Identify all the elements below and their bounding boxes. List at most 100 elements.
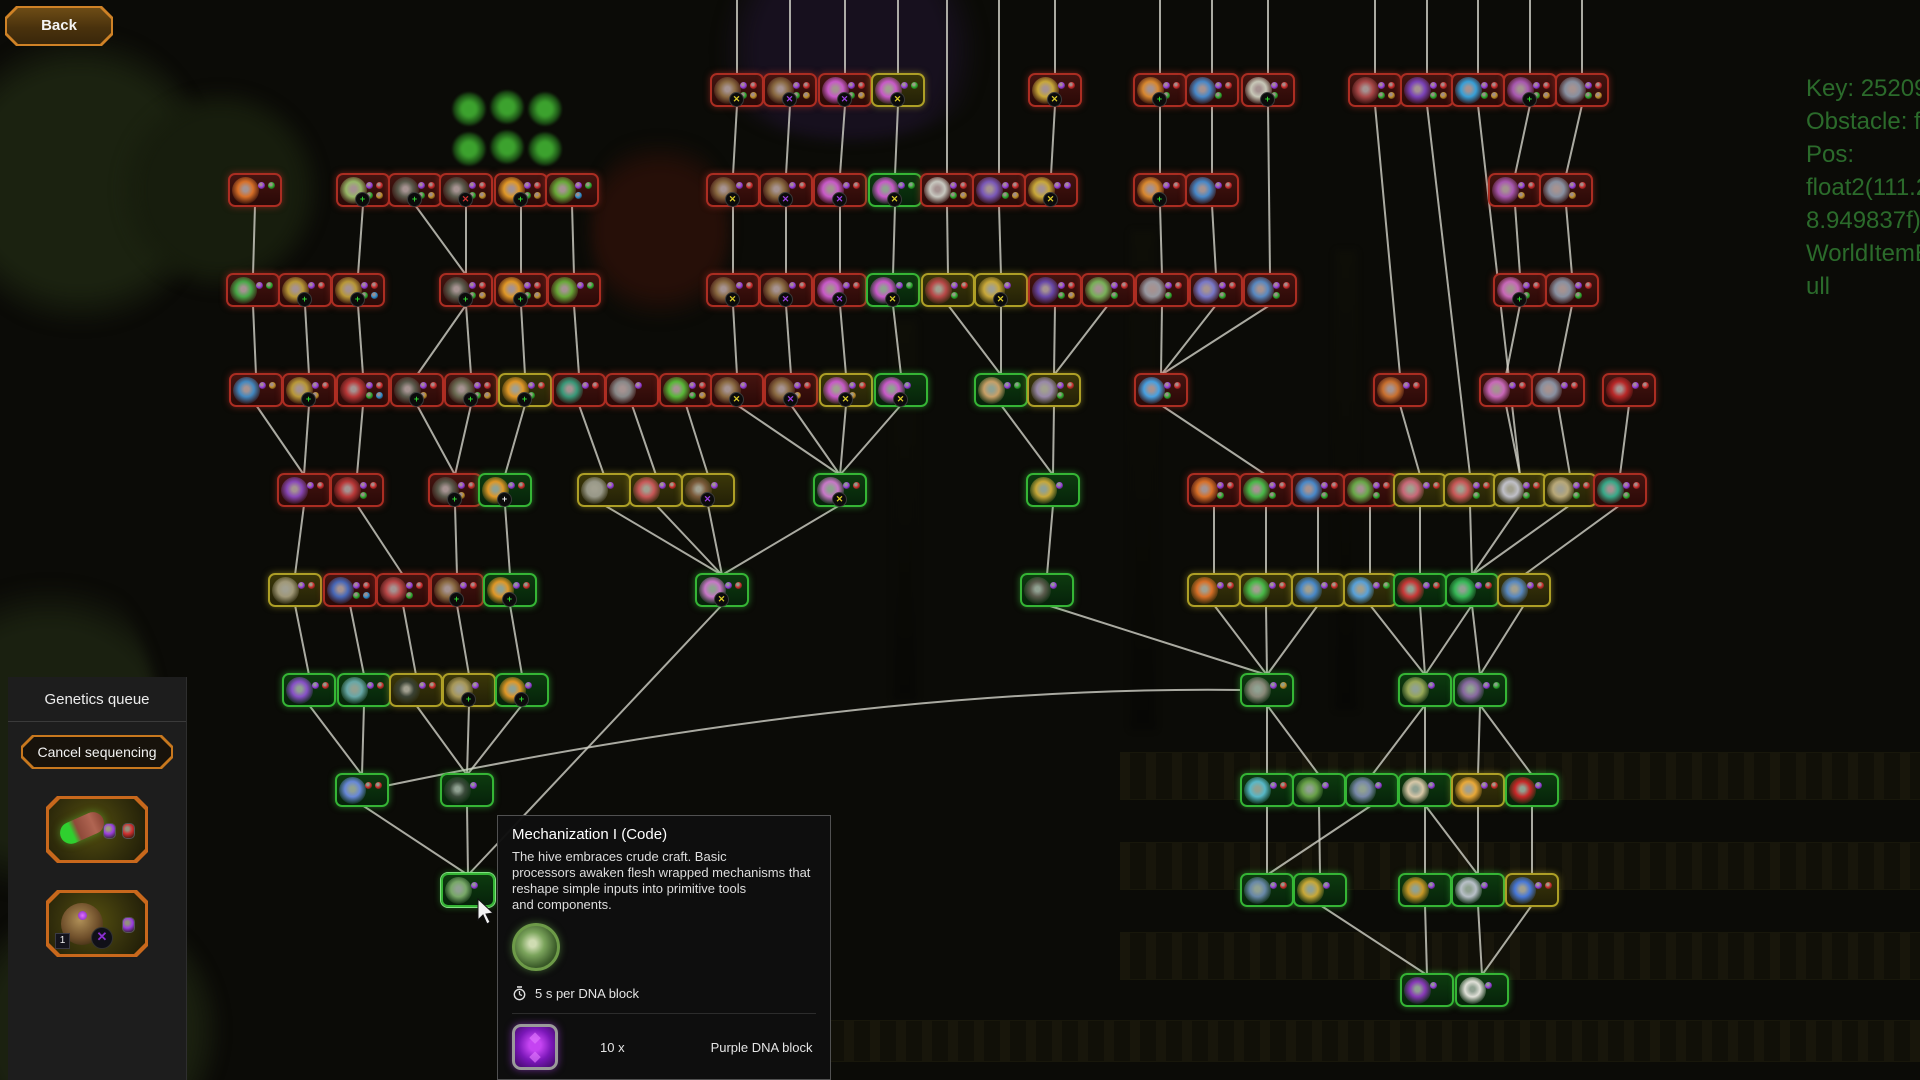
- tech-node-butterfly[interactable]: +: [478, 473, 532, 507]
- tech-node-puff[interactable]: +: [1241, 73, 1295, 107]
- tech-node-frog[interactable]: [226, 273, 280, 307]
- tech-node-machine[interactable]: [337, 673, 391, 707]
- tech-node-puff[interactable]: [972, 173, 1026, 207]
- tech-node-lamp[interactable]: [1451, 773, 1505, 807]
- tech-node-moth[interactable]: [1020, 573, 1074, 607]
- tech-node-blob[interactable]: [389, 673, 443, 707]
- tech-node-gem[interactable]: [1505, 773, 1559, 807]
- tech-node-spider[interactable]: [1451, 873, 1505, 907]
- tech-node-door[interactable]: [1240, 773, 1294, 807]
- tech-node-moth[interactable]: +: [1133, 73, 1187, 107]
- tech-node-orb[interactable]: +: [1493, 273, 1547, 307]
- tech-node-machine[interactable]: [1291, 473, 1345, 507]
- tech-node-heart[interactable]: [1393, 573, 1447, 607]
- tech-node-face[interactable]: [1453, 673, 1507, 707]
- tech-node-spider[interactable]: [1543, 473, 1597, 507]
- tech-node-bullet[interactable]: [1400, 73, 1454, 107]
- tech-node-crab[interactable]: [1187, 573, 1241, 607]
- tech-node-frame[interactable]: [1345, 773, 1399, 807]
- tech-node-orb[interactable]: [1488, 173, 1542, 207]
- tech-node-gem[interactable]: [1602, 373, 1656, 407]
- tech-node-puff[interactable]: [974, 373, 1028, 407]
- tech-node-creature[interactable]: ✕: [706, 273, 760, 307]
- tech-node-machine[interactable]: [545, 173, 599, 207]
- tech-node-orb[interactable]: [1505, 873, 1559, 907]
- tech-node-moth[interactable]: ✕: [1028, 73, 1082, 107]
- tech-node-capsule[interactable]: [659, 373, 713, 407]
- tech-node-mech-code[interactable]: [440, 872, 496, 908]
- tech-node-spider[interactable]: ✕: [813, 473, 867, 507]
- back-button[interactable]: Back: [7, 8, 111, 44]
- tech-node-butterfly[interactable]: +: [483, 573, 537, 607]
- tech-node-butterfly[interactable]: +: [494, 273, 548, 307]
- tech-node-orb[interactable]: [1343, 573, 1397, 607]
- tech-node-moth[interactable]: [1026, 473, 1080, 507]
- tech-node-moth[interactable]: ✕: [974, 273, 1028, 307]
- tech-node-spider[interactable]: ✕: [695, 573, 749, 607]
- tech-node-butterfly[interactable]: +: [494, 173, 548, 207]
- tech-node-moth[interactable]: ✕: [681, 473, 735, 507]
- tech-node-machine[interactable]: [605, 373, 659, 407]
- tech-node-creature[interactable]: +: [430, 573, 484, 607]
- tech-node-mech[interactable]: [268, 573, 322, 607]
- tech-node-machine[interactable]: [1291, 573, 1345, 607]
- tech-node-machine[interactable]: [1185, 173, 1239, 207]
- tech-node-orb[interactable]: +: [1503, 73, 1557, 107]
- tech-node-parts[interactable]: [1398, 673, 1452, 707]
- tech-node-spider[interactable]: [1545, 273, 1599, 307]
- tech-node-mech[interactable]: +: [442, 673, 496, 707]
- tech-node-egg[interactable]: [1455, 973, 1509, 1007]
- tech-node-puff[interactable]: [1027, 373, 1081, 407]
- tech-node-brain[interactable]: [1243, 273, 1297, 307]
- tech-node-worm[interactable]: [629, 473, 683, 507]
- tech-node-machine[interactable]: [1189, 273, 1243, 307]
- tech-node-spider[interactable]: [1555, 73, 1609, 107]
- tech-node-moth[interactable]: +: [1133, 173, 1187, 207]
- tech-node-heart[interactable]: [1134, 373, 1188, 407]
- queue-item[interactable]: ✕1: [46, 890, 148, 957]
- tech-node-bug[interactable]: [1373, 373, 1427, 407]
- tech-node-machine[interactable]: [1497, 573, 1551, 607]
- tech-node-figure[interactable]: [335, 773, 389, 807]
- tech-node-cluster[interactable]: [1028, 273, 1082, 307]
- tech-node-machine[interactable]: [1185, 73, 1239, 107]
- tech-node-bullet[interactable]: +: [282, 373, 336, 407]
- tech-node-butterfly[interactable]: [1451, 73, 1505, 107]
- tech-node-puff[interactable]: [1081, 273, 1135, 307]
- tech-node-moth-machine[interactable]: +: [444, 373, 498, 407]
- tech-node-crab[interactable]: [1187, 473, 1241, 507]
- tech-node-spider[interactable]: [1493, 473, 1547, 507]
- tech-node-machine[interactable]: [547, 273, 601, 307]
- tech-node-moth-machine[interactable]: +: [390, 373, 444, 407]
- tech-node-puff[interactable]: [921, 273, 975, 307]
- tech-node-moth[interactable]: ✕: [1024, 173, 1078, 207]
- tech-node-bullet[interactable]: [1292, 773, 1346, 807]
- tech-node-machine[interactable]: [323, 573, 377, 607]
- queue-item[interactable]: [46, 796, 148, 863]
- tech-node-puff[interactable]: [1539, 173, 1593, 207]
- tech-node-capsule[interactable]: [1443, 473, 1497, 507]
- tech-node-machine[interactable]: [552, 373, 606, 407]
- tech-node-panel[interactable]: [376, 573, 430, 607]
- tech-node-creature[interactable]: ✕: [710, 373, 764, 407]
- tech-node-nugget[interactable]: [1293, 873, 1347, 907]
- tech-node-spider[interactable]: ✕: [813, 173, 867, 207]
- tech-node-spider[interactable]: ✕: [868, 173, 922, 207]
- tech-node-brain[interactable]: [1393, 473, 1447, 507]
- tech-node-moth-machine[interactable]: ✕: [439, 173, 493, 207]
- tech-node-blob[interactable]: [440, 773, 494, 807]
- tech-node-rod[interactable]: [1398, 773, 1452, 807]
- tech-node-spider[interactable]: ✕: [818, 73, 872, 107]
- tech-node-bullet[interactable]: [277, 473, 331, 507]
- tech-node-creature[interactable]: ✕: [763, 73, 817, 107]
- tech-node-spider[interactable]: ✕: [871, 73, 925, 107]
- tech-node-moth-machine[interactable]: +: [428, 473, 482, 507]
- tech-node-bullet[interactable]: +: [278, 273, 332, 307]
- tech-node-dna[interactable]: [1445, 573, 1499, 607]
- tech-node-jar[interactable]: [577, 473, 631, 507]
- tech-node-orb[interactable]: [1400, 973, 1454, 1007]
- tech-node-spider[interactable]: ✕: [874, 373, 928, 407]
- cancel-sequencing-button[interactable]: Cancel sequencing: [23, 737, 171, 767]
- tech-node-panel[interactable]: [330, 473, 384, 507]
- tech-node-orb[interactable]: [1479, 373, 1533, 407]
